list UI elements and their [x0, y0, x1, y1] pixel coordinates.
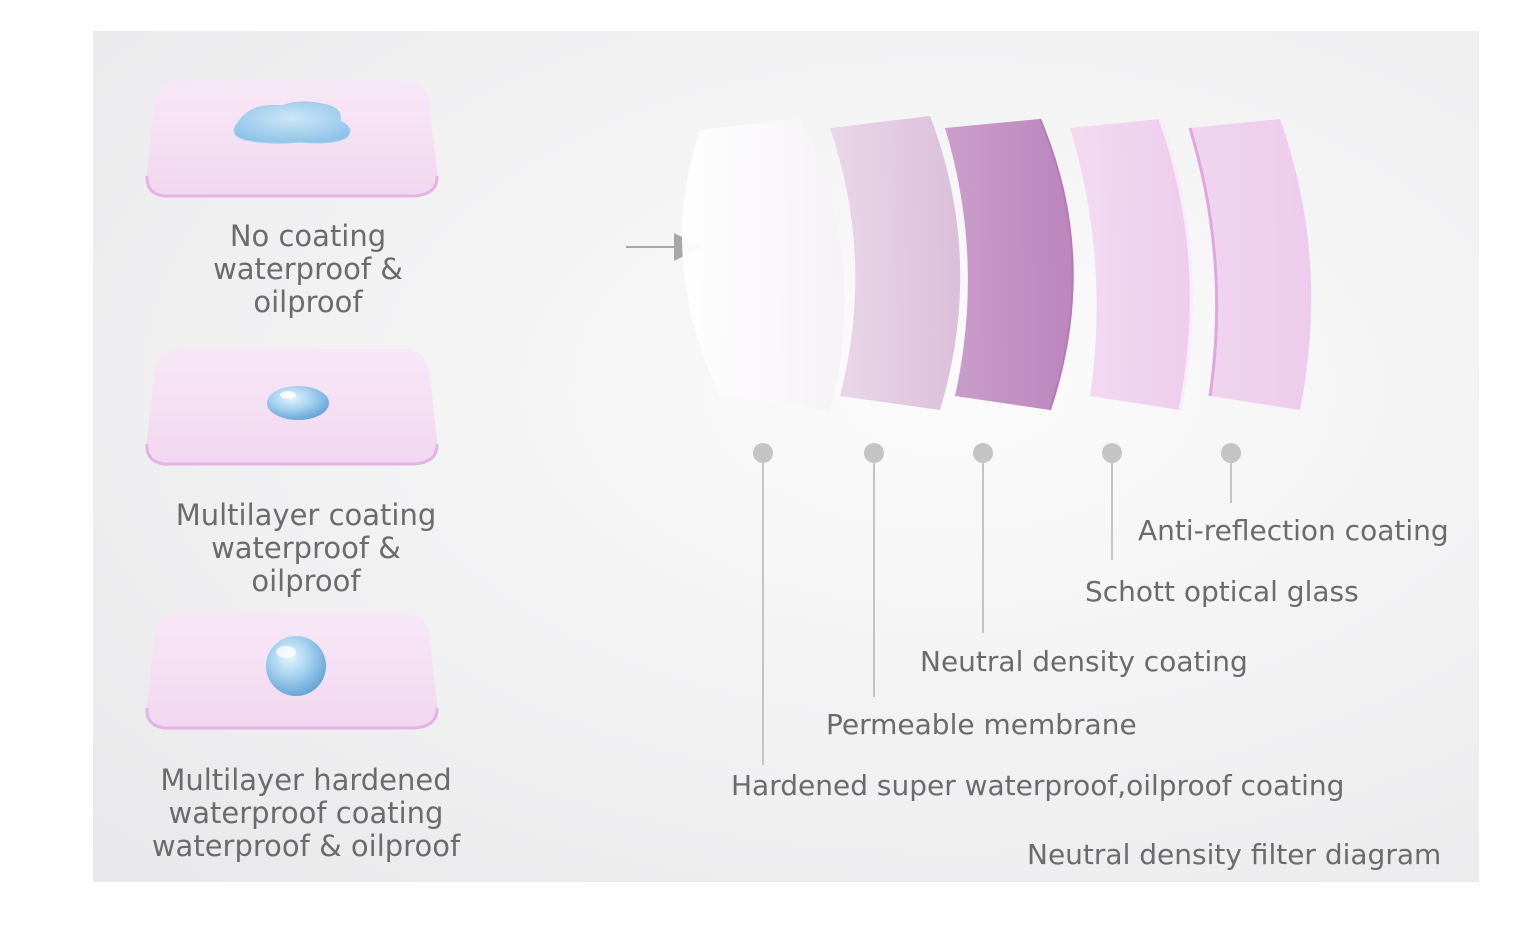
diagram-caption: Neutral density filter diagram [1027, 838, 1442, 871]
filter-layer-anti-reflection [1188, 119, 1312, 410]
leader-dot-anti-reflection [1221, 443, 1241, 463]
caption-line: waterproof & oilproof [151, 829, 461, 863]
leader-dot-hardened [753, 443, 773, 463]
plate-no-coating [145, 81, 439, 198]
filter-layer-schott-glass [1070, 118, 1193, 411]
leader-dot-neutral [973, 443, 993, 463]
caption-line: waterproof coating [168, 796, 444, 830]
caption-line: Multilayer coating [175, 498, 437, 532]
water-bead-icon [267, 386, 329, 420]
caption-line: Multilayer hardened [160, 763, 452, 797]
label-permeable-membrane: Permeable membrane [826, 708, 1137, 741]
label-anti-reflection: Anti-reflection coating [1138, 514, 1449, 547]
caption-line: waterproof & [211, 531, 401, 565]
water-sphere-icon [266, 636, 326, 696]
caption-line: waterproof & [213, 252, 403, 286]
caption-line: oilproof [251, 564, 361, 598]
caption-line: oilproof [253, 285, 363, 319]
caption-hardened-coating: Multilayer hardened waterproof coating w… [136, 764, 476, 863]
leader-lines [753, 443, 1241, 765]
caption-no-coating: No coating waterproof & oilproof [156, 220, 460, 319]
label-schott-glass: Schott optical glass [1085, 575, 1359, 608]
label-hardened-coating: Hardened super waterproof,oilproof coati… [731, 769, 1345, 802]
water-puddle-icon [233, 101, 351, 144]
plate-multilayer-coating [145, 349, 439, 466]
filter-layer-hardened-coating [682, 118, 845, 410]
caption-line: No coating [229, 219, 387, 253]
label-neutral-density: Neutral density coating [920, 645, 1248, 678]
plate-hardened-coating [145, 613, 439, 730]
leader-dot-schott [1102, 443, 1122, 463]
leader-dot-permeable [864, 443, 884, 463]
caption-multilayer-coating: Multilayer coating waterproof & oilproof [156, 499, 456, 598]
filter-layer-permeable-membrane [830, 116, 961, 410]
filter-layer-neutral-density [945, 118, 1074, 411]
